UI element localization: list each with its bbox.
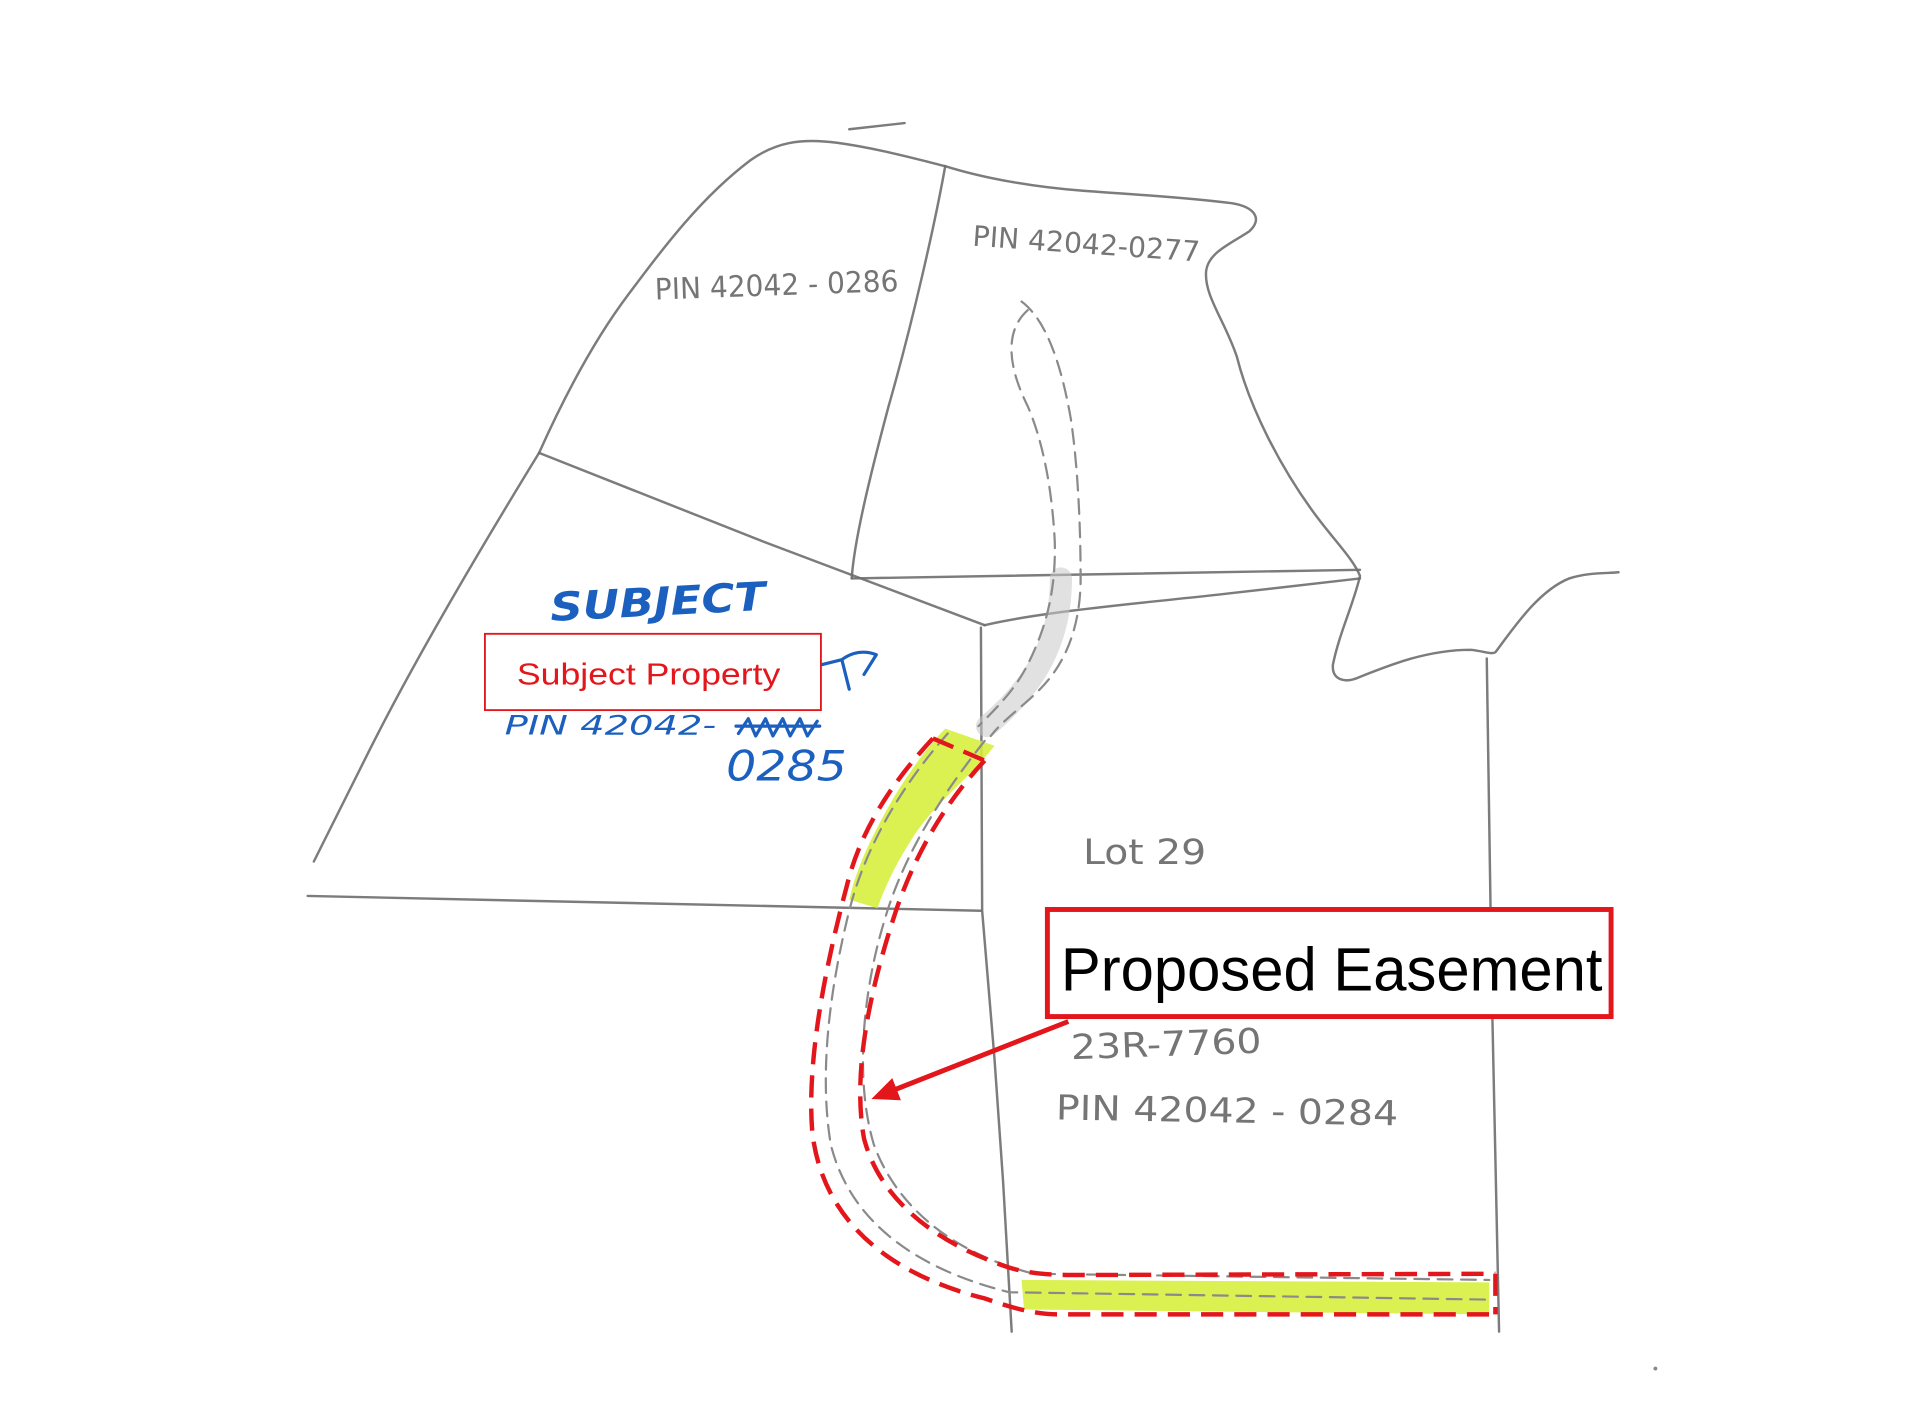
label-pin-0284: PIN 42042 - 0284: [1056, 1088, 1399, 1134]
proposed-easement-label: Proposed Easement: [1061, 936, 1603, 1005]
ink-subject-annotation: SUBJECT PIN 42042- 0285: [505, 574, 878, 790]
label-pin-0286: PIN 42042 - 0286: [654, 264, 899, 306]
driveway-east-edge: [989, 300, 1082, 738]
ink-subject-pin-prefix: PIN 42042-: [505, 711, 717, 742]
easement-outline-north-end: [932, 736, 986, 763]
subject-property-label: Subject Property: [517, 656, 781, 691]
boundary-lot29-west: [979, 626, 1013, 1333]
divider-0286-0277: [850, 164, 947, 580]
pencil-labels: PIN 42042 - 0286 PIN 42042-0277 Lot 29 2…: [654, 220, 1398, 1135]
boundary-subject-west: [312, 451, 541, 863]
easement-arrow-head: [871, 1078, 901, 1101]
proposed-easement-outline: [808, 736, 1498, 1317]
highlight-segment-north: [849, 728, 995, 909]
ink-subject-pin-suffix: 0285: [726, 741, 847, 790]
easement-arrow-line: [895, 1019, 1070, 1092]
easement-outer-pencil-edge: [824, 732, 1491, 1301]
outer-boundary-line: [537, 139, 1620, 682]
driveway-west-edge: [977, 309, 1056, 728]
boundary-lot29-north: [983, 577, 1362, 627]
label-lot-reference: 23R-7760: [1070, 1022, 1262, 1069]
boundary-subject-south: [306, 894, 983, 912]
subject-property-box: [484, 632, 822, 712]
easement-outline-outer: [808, 736, 1496, 1317]
label-lot-29: Lot 29: [1083, 833, 1206, 873]
driveway-shading: [976, 567, 1072, 738]
parcel-boundaries: [306, 121, 1658, 1371]
subject-property-callout: Subject Property: [484, 632, 822, 712]
pencil-dot: [1653, 1366, 1658, 1371]
boundary-subject-north: [537, 451, 986, 627]
boundary-0277-south: [850, 568, 1362, 580]
easement-outline-inner: [858, 759, 1496, 1278]
proposed-easement-box: [1044, 907, 1614, 1020]
existing-driveway: [976, 300, 1082, 738]
ink-partial-letters: [820, 650, 878, 691]
ink-subject-label: SUBJECT: [549, 574, 770, 631]
stray-pencil-mark: [848, 121, 906, 131]
highlight-segment-south: [1021, 1279, 1490, 1315]
ink-crossed-out-scribble: [734, 717, 822, 738]
proposed-easement-callout: Proposed Easement: [871, 907, 1614, 1101]
easement-highlight: [849, 728, 1490, 1315]
